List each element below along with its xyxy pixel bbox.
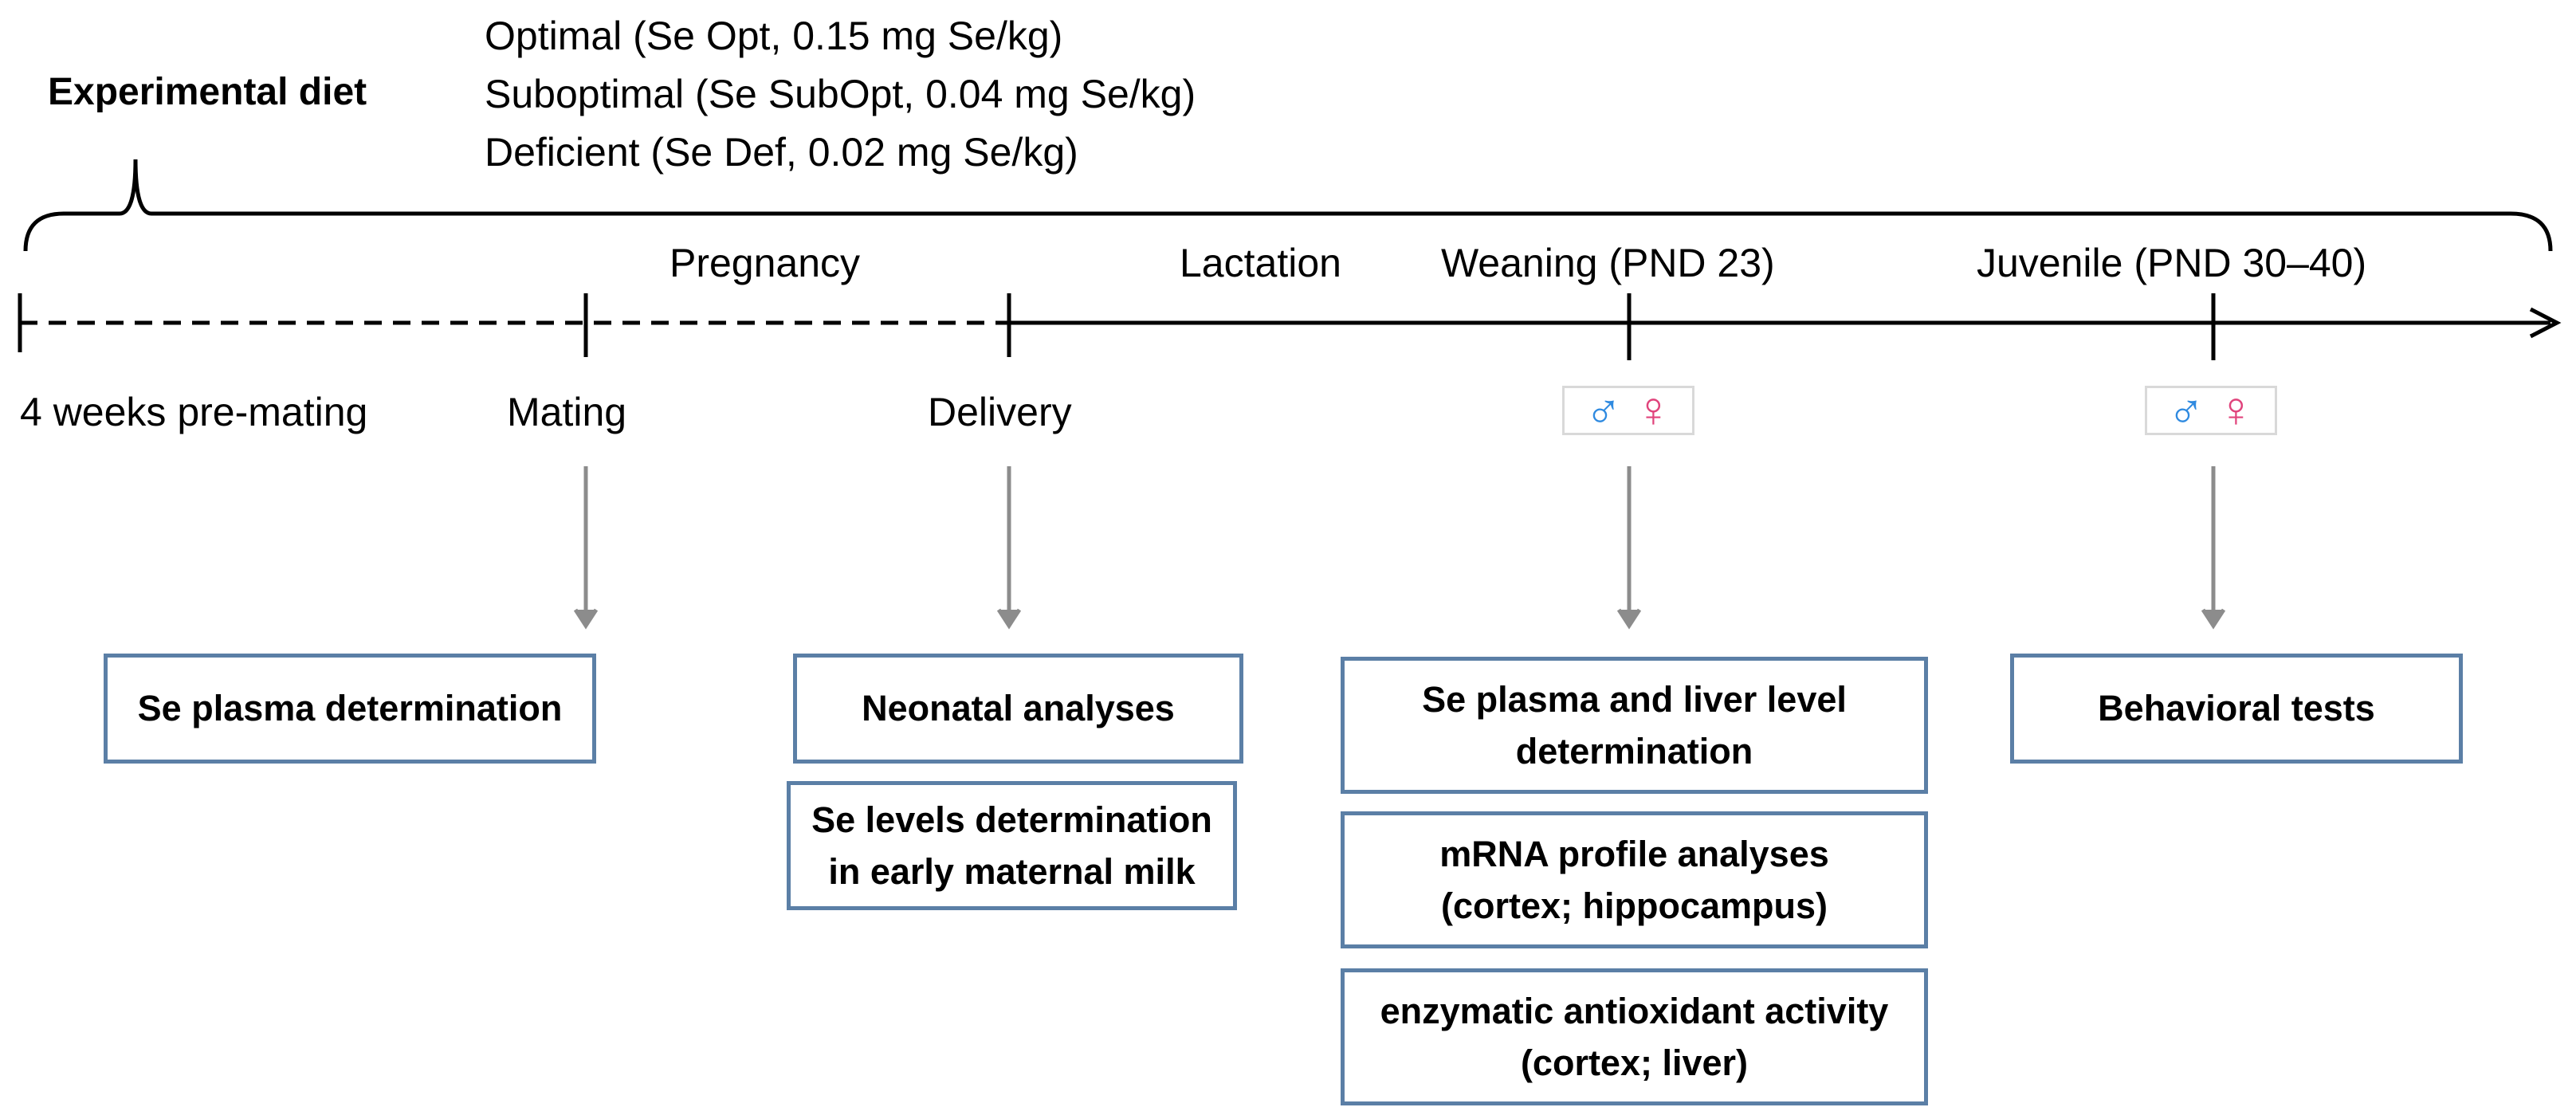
diet-option-deficient: Deficient (Se Def, 0.02 mg Se/kg) (485, 130, 1078, 175)
box-mrna-profile: mRNA profile analyses (cortex; hippocamp… (1341, 811, 1928, 948)
female-symbol-icon: ♀ (2217, 383, 2255, 438)
box-se-plasma-determination: Se plasma determination (104, 654, 596, 764)
milestone-premating: 4 weeks pre-mating (20, 390, 368, 434)
diet-option-suboptimal: Suboptimal (Se SubOpt, 0.04 mg Se/kg) (485, 72, 1196, 116)
phase-lactation: Lactation (1180, 241, 1341, 285)
box-neonatal-analyses: Neonatal analyses (793, 654, 1243, 764)
box-behavioral-tests: Behavioral tests (2010, 654, 2463, 764)
box-enzymatic-activity: enzymatic antioxidant activity (cortex; … (1341, 968, 1928, 1105)
sex-badge-juvenile: ♂ ♀ (2145, 386, 2277, 435)
diet-brace (23, 159, 2553, 252)
timeline-arrowhead (2529, 307, 2562, 339)
diet-option-optimal: Optimal (Se Opt, 0.15 mg Se/kg) (485, 14, 1063, 58)
milestone-mating: Mating (507, 390, 627, 434)
sex-badge-weaning: ♂ ♀ (1562, 386, 1694, 435)
box-plasma-liver-determination: Se plasma and liver level determination (1341, 657, 1928, 794)
phase-weaning: Weaning (PND 23) (1441, 241, 1775, 285)
phase-juvenile: Juvenile (PND 30–40) (1977, 241, 2367, 285)
diet-title: Experimental diet (48, 71, 367, 113)
female-symbol-icon: ♀ (1635, 383, 1672, 438)
box-maternal-milk: Se levels determination in early materna… (787, 781, 1237, 910)
male-symbol-icon: ♂ (1584, 383, 1623, 438)
phase-pregnancy: Pregnancy (670, 241, 861, 285)
milestone-delivery: Delivery (928, 390, 1072, 434)
male-symbol-icon: ♂ (2167, 383, 2205, 438)
